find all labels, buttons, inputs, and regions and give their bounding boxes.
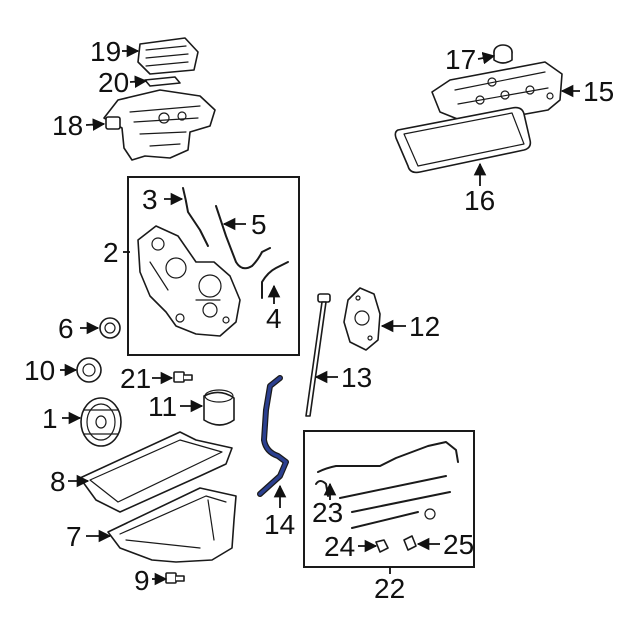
callout-24: 24	[324, 531, 355, 562]
gasket-icon[interactable]	[144, 76, 181, 87]
callout-25: 25	[443, 529, 474, 560]
timing-cover-icon[interactable]	[137, 225, 241, 337]
callout-labels: 19 20 18 17 15 16 3 5 2 4 6 10 1 21 11 1…	[24, 36, 614, 604]
crankshaft-pulley-icon[interactable]	[80, 397, 122, 447]
callout-15: 15	[583, 76, 614, 107]
oil-filler-cap-icon[interactable]	[493, 44, 513, 64]
callout-14: 14	[264, 509, 295, 540]
oil-filter-icon[interactable]	[203, 389, 235, 426]
callout-5: 5	[251, 209, 267, 240]
dipstick-tube-icon[interactable]	[257, 375, 289, 497]
timing-cover-group-box	[127, 176, 300, 356]
leader-lines	[60, 44, 580, 586]
callout-2: 2	[103, 237, 119, 268]
valve-cover-icon[interactable]	[431, 61, 563, 125]
callout-23: 23	[312, 497, 343, 528]
callout-8: 8	[50, 466, 66, 497]
seal-ring-icon[interactable]	[76, 357, 102, 383]
callout-21: 21	[120, 363, 151, 394]
hose-icon[interactable]	[315, 441, 459, 529]
intake-manifold-icon[interactable]	[103, 89, 216, 161]
callout-19: 19	[90, 36, 121, 67]
callout-16: 16	[464, 185, 495, 216]
fitting-icon[interactable]	[375, 539, 389, 553]
manifold-cover-icon[interactable]	[137, 37, 199, 75]
timing-cover-gasket-icon[interactable]	[215, 205, 271, 270]
hose-kit-group-box	[303, 430, 475, 568]
callout-7: 7	[66, 521, 82, 552]
callout-20: 20	[98, 67, 129, 98]
front-seal-icon[interactable]	[99, 317, 121, 339]
drain-plug-icon[interactable]	[165, 572, 185, 584]
callout-6: 6	[58, 313, 74, 344]
timing-cover-gasket-icon[interactable]	[182, 187, 209, 247]
clip-icon[interactable]	[403, 535, 417, 551]
callout-17: 17	[445, 44, 476, 75]
callout-9: 9	[134, 565, 150, 596]
callout-12: 12	[409, 311, 440, 342]
callout-11: 11	[148, 391, 177, 422]
cover-plate-icon[interactable]	[343, 287, 381, 351]
valve-cover-gasket-icon[interactable]	[394, 106, 532, 174]
dipstick-icon[interactable]	[305, 293, 331, 417]
oil-pan-icon[interactable]	[107, 487, 237, 563]
callout-13: 13	[341, 362, 372, 393]
oil-pan-gasket-icon[interactable]	[79, 431, 233, 513]
bolt-icon[interactable]	[173, 371, 193, 383]
callout-22: 22	[374, 573, 405, 604]
callout-3: 3	[142, 184, 158, 215]
callout-18: 18	[52, 110, 83, 141]
callout-10: 10	[24, 355, 55, 386]
timing-cover-gasket-icon[interactable]	[261, 261, 289, 299]
callout-1: 1	[42, 403, 58, 434]
callout-4: 4	[266, 303, 282, 334]
